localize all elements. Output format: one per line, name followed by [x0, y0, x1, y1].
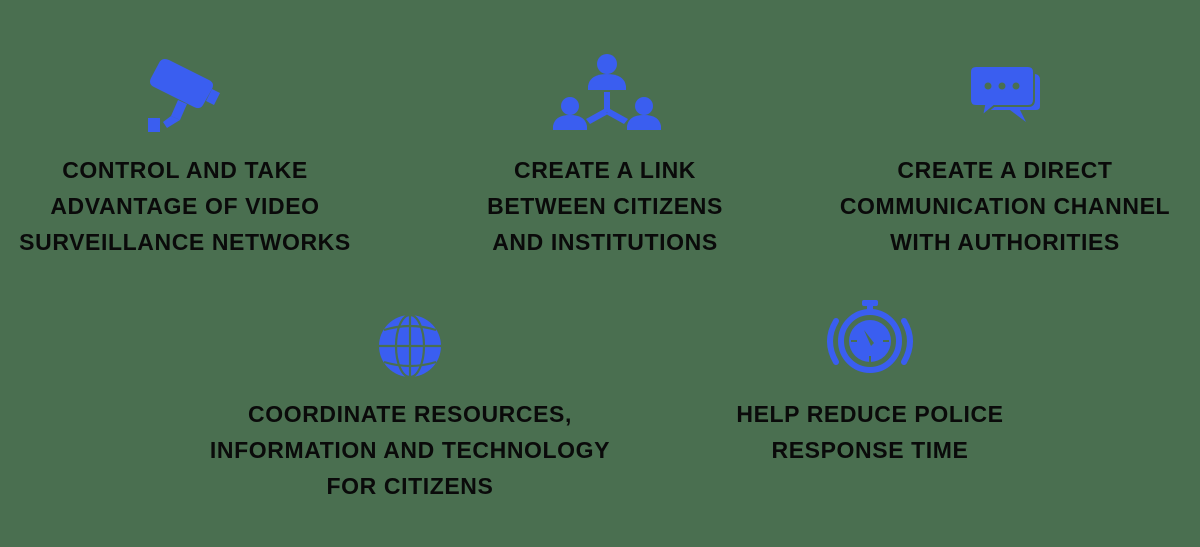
- feature-label: CREATE A DIRECT COMMUNICATION CHANNEL WI…: [839, 157, 1171, 255]
- feature-label: CREATE A LINK BETWEEN CITIZENS AND INSTI…: [487, 157, 723, 255]
- feature-label: CONTROL AND TAKE ADVANTAGE OF VIDEO SURV…: [19, 157, 351, 255]
- people-network-icon: [553, 54, 661, 130]
- stopwatch-icon: [827, 300, 913, 373]
- globe-icon: [379, 314, 441, 378]
- feature-label: COORDINATE RESOURCES, INFORMATION AND TE…: [209, 401, 611, 499]
- security-camera-icon: [148, 59, 220, 132]
- chat-bubbles-icon: [970, 65, 1040, 122]
- feature-label: HELP REDUCE POLICE RESPONSE TIME: [736, 401, 1004, 463]
